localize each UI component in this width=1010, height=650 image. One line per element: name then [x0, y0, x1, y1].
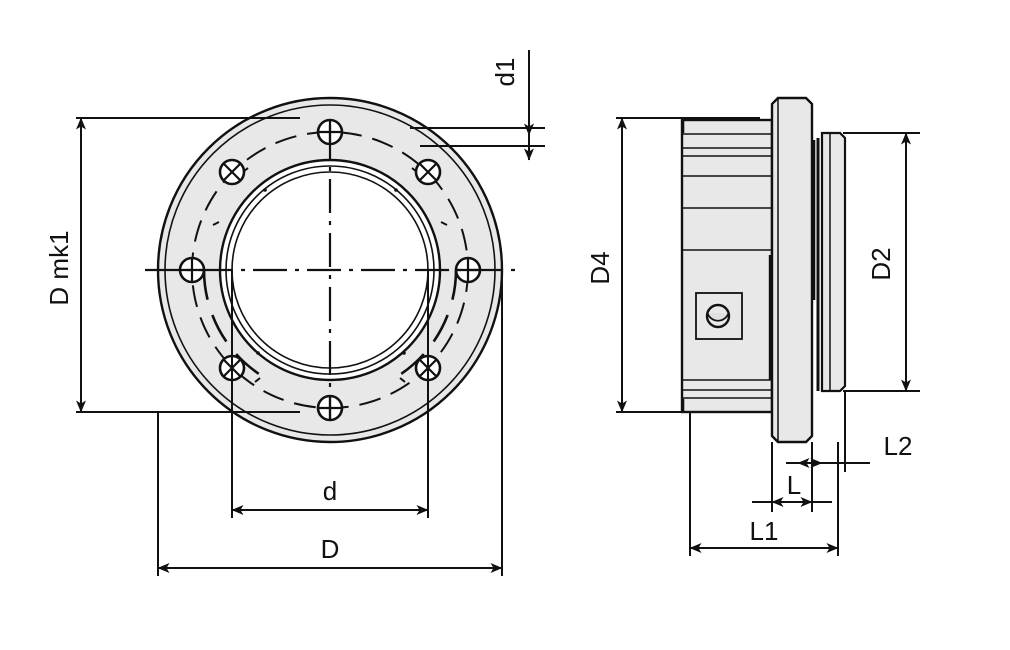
hidden-detail-arcs — [202, 269, 458, 376]
grease-nipple-boss — [695, 292, 743, 340]
dimension-label-d: d — [323, 476, 337, 506]
dimension-label-d1: d1 — [490, 58, 520, 87]
dimension-label-L: L — [787, 470, 801, 500]
dimension-label-D2: D2 — [866, 247, 896, 280]
side-view: D4 D2 L2 L — [585, 96, 920, 556]
front-view: D mk1 d1 d D — [44, 50, 545, 576]
dimension-L1: L1 — [689, 412, 839, 556]
housing-body — [680, 118, 774, 414]
dimension-label-D4: D4 — [585, 251, 615, 284]
dimension-label-d-mk1: D mk1 — [44, 230, 74, 305]
dimension-d: d — [231, 270, 429, 518]
dimension-label-L1: L1 — [750, 516, 779, 546]
center-lines — [145, 125, 516, 420]
bolt-hole — [218, 158, 246, 186]
flange-annulus-fill — [158, 98, 502, 442]
grease-nipple-cap — [706, 312, 730, 322]
dimension-d1: d1 — [410, 50, 545, 161]
dimension-label-D: D — [321, 534, 340, 564]
dimension-d-mk1: D mk1 — [44, 117, 300, 413]
body-rib-lines — [683, 133, 772, 399]
dimension-D2: D2 — [843, 132, 920, 392]
dimension-L: L — [752, 442, 832, 512]
dimension-D: D — [157, 270, 503, 576]
bolt-hole — [414, 158, 442, 186]
annulus-tick-marks — [212, 167, 448, 383]
dimension-D4: D4 — [585, 117, 760, 413]
end-ring-body — [820, 131, 847, 393]
end-ring-assembly — [812, 131, 847, 393]
annulus-dot-marks — [256, 188, 406, 355]
dimension-label-L2: L2 — [884, 431, 913, 461]
flange-plate — [770, 96, 814, 444]
